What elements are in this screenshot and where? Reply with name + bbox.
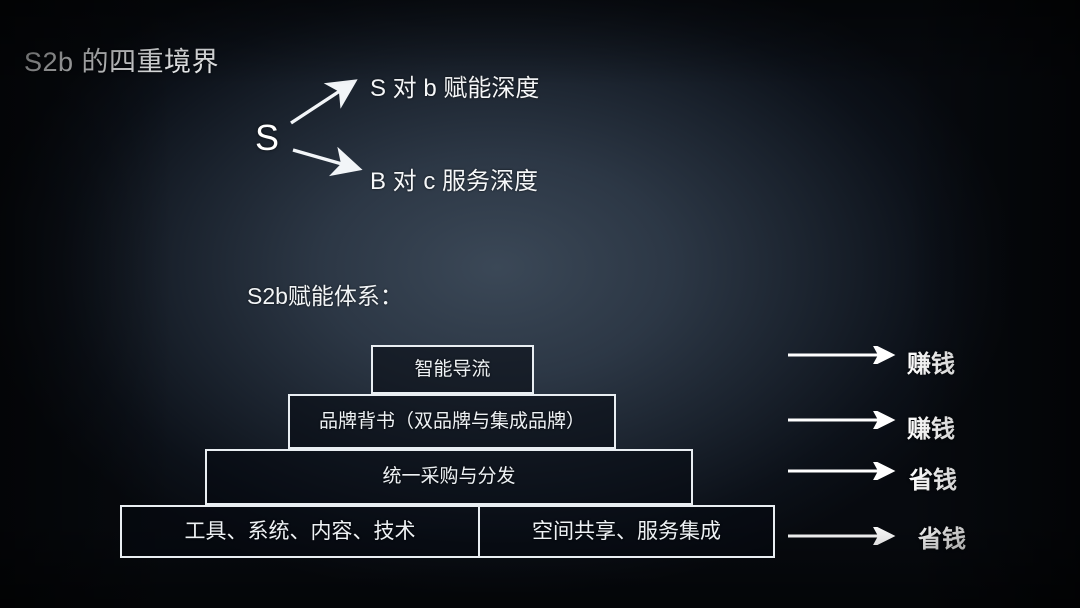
pyramid-tier-4-cell-left: 工具、系统、内容、技术 bbox=[122, 507, 478, 556]
outcome-arrow-right-icon-4 bbox=[788, 527, 896, 545]
pyramid-tier-4: 工具、系统、内容、技术 空间共享、服务集成 bbox=[120, 505, 775, 558]
outcome-label-4: 省钱 bbox=[918, 526, 966, 553]
pyramid-heading: S2b赋能体系： bbox=[247, 283, 403, 309]
page-title: S2b 的四重境界 bbox=[24, 47, 220, 77]
pyramid-tier-2: 品牌背书（双品牌与集成品牌） bbox=[288, 394, 616, 449]
pyramid-tier-4-label-right: 空间共享、服务集成 bbox=[532, 519, 721, 544]
branch-root-label: S bbox=[255, 117, 280, 158]
outcome-label-1: 赚钱 bbox=[907, 351, 955, 378]
branch-label-b-to-c: B 对 c 服务深度 bbox=[370, 168, 539, 195]
outcome-arrow-right-icon-1 bbox=[788, 346, 896, 364]
outcome-arrow-right-icon-3 bbox=[788, 462, 896, 480]
branch-arrow-down-right-icon bbox=[292, 146, 363, 177]
pyramid-tier-3-label: 统一采购与分发 bbox=[382, 466, 516, 488]
pyramid-tier-1-label: 智能导流 bbox=[414, 358, 491, 380]
pyramid-tier-2-label: 品牌背书（双品牌与集成品牌） bbox=[318, 410, 585, 432]
branch-label-s-to-b: S 对 b 赋能深度 bbox=[370, 75, 540, 102]
pyramid-tier-3: 统一采购与分发 bbox=[205, 449, 693, 505]
pyramid-tier-4-cell-right: 空间共享、服务集成 bbox=[478, 507, 773, 556]
branch-arrow-up-right-icon bbox=[290, 79, 358, 125]
outcome-arrow-right-icon-2 bbox=[788, 411, 896, 429]
pyramid-tier-1: 智能导流 bbox=[371, 345, 534, 394]
pyramid-tier-4-label-left: 工具、系统、内容、技术 bbox=[184, 519, 416, 544]
outcome-label-3: 省钱 bbox=[909, 467, 957, 494]
outcome-label-2: 赚钱 bbox=[907, 416, 955, 443]
